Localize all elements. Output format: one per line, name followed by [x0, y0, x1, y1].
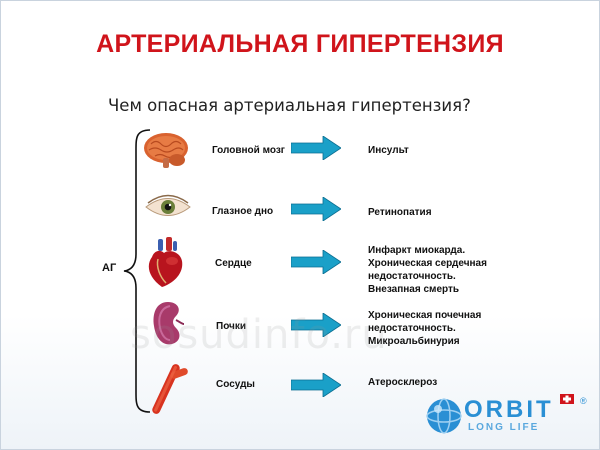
- heart-icon: [148, 237, 183, 287]
- orbit-logo: ORBIT LONG LIFE ®: [424, 394, 594, 440]
- effect-text-kidney: Хроническая почечная недостаточность. Ми…: [368, 310, 482, 347]
- registered-mark: ®: [580, 396, 587, 406]
- effect-text-heart: Инфаркт миокарда. Хроническая сердечная …: [368, 245, 487, 295]
- slide-title: АРТЕРИАЛЬНАЯ ГИПЕРТЕНЗИЯ: [96, 30, 504, 58]
- arrow-right-icon: [291, 373, 341, 397]
- organ-label-heart: Сердце: [215, 258, 252, 269]
- arrow-right-icon: [291, 313, 341, 337]
- effect-text-eye: Ретинопатия: [368, 207, 432, 218]
- arrow-right-icon: [291, 250, 341, 274]
- group-label: АГ: [102, 262, 117, 274]
- organ-label-vessel: Сосуды: [216, 379, 255, 390]
- eye-icon: [145, 194, 191, 216]
- effect-text-brain: Инсульт: [368, 145, 409, 156]
- organ-label-brain: Головной мозг: [212, 145, 285, 156]
- organ-label-eye: Глазное дно: [212, 206, 274, 217]
- logo-tagline: LONG LIFE: [468, 422, 540, 433]
- arrow-right-icon: [291, 136, 341, 160]
- arrow-right-icon: [291, 197, 341, 221]
- slide-question: Чем опасная артериальная гипертензия?: [108, 96, 471, 115]
- group-brace: [123, 129, 151, 413]
- logo-name: ORBIT: [464, 396, 554, 423]
- watermark: sosudinfo.ru: [130, 312, 388, 358]
- vessel-icon: [152, 364, 188, 414]
- kidney-icon: [153, 302, 185, 345]
- globe-icon: [426, 398, 462, 434]
- organ-label-kidney: Почки: [216, 321, 247, 332]
- brain-icon: [144, 133, 188, 168]
- effect-text-vessel: Атеросклероз: [368, 377, 438, 388]
- flag-icon: [560, 394, 574, 404]
